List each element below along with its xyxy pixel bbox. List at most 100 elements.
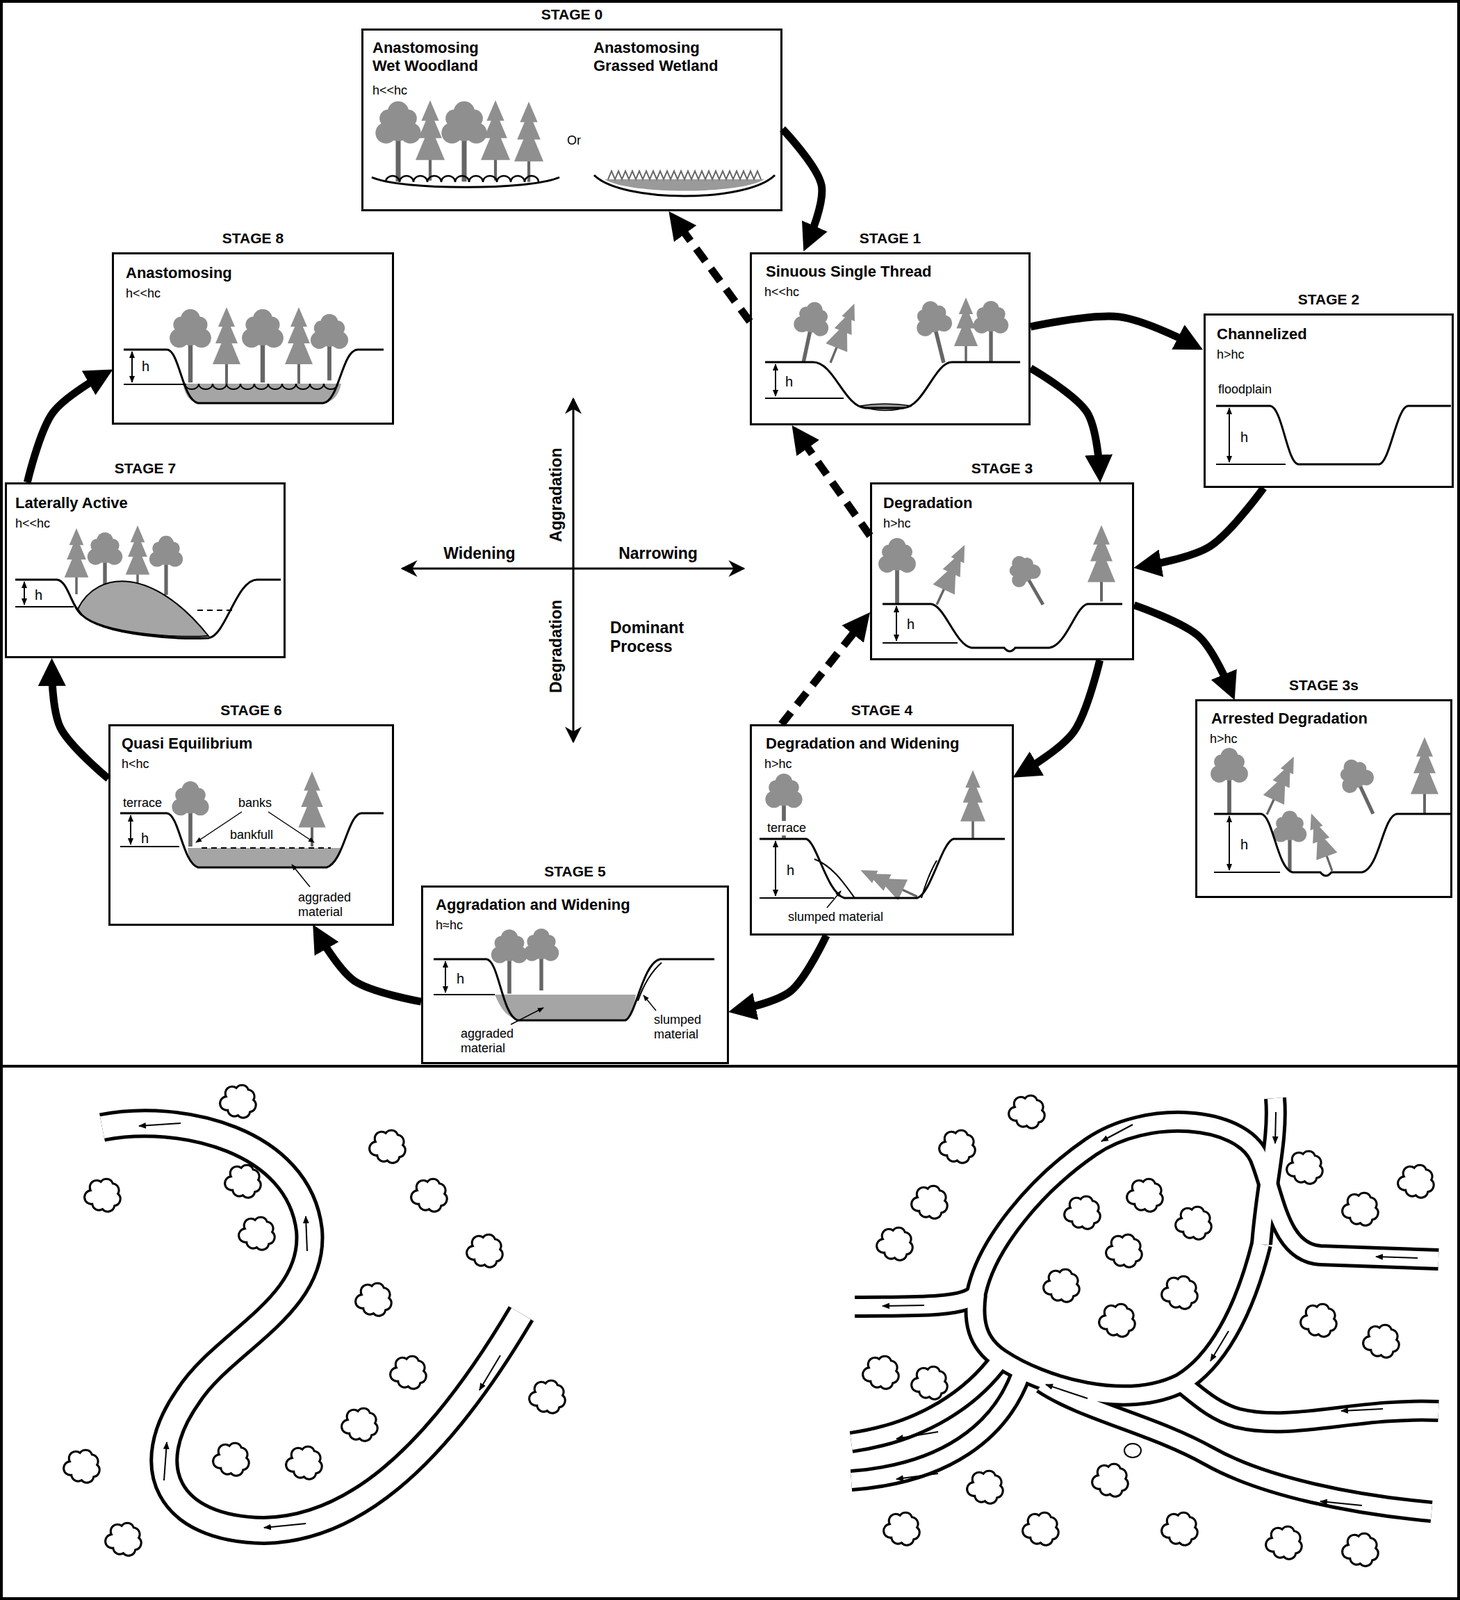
cycle-arrow — [319, 936, 422, 1002]
axis-caption: Dominant Process — [610, 618, 715, 656]
anastomosing-plan-view-part — [1009, 1095, 1046, 1128]
stage-title: Laterally Active — [15, 494, 128, 513]
wet-woodland-sketch-part — [375, 101, 421, 183]
meander-plan-view-part — [63, 1449, 101, 1483]
meander-plan-view-part — [355, 1282, 392, 1316]
arrested-degradation-section-part — [1410, 737, 1439, 814]
anastomosing-plan-view-part — [1092, 1463, 1129, 1497]
anastomosing-plan-view-part — [882, 1111, 1418, 1506]
stage-box: STAGE 0Anastomosing Wet WoodlandAnastomo… — [361, 28, 783, 212]
anastomosing-plan-view-part — [1398, 1164, 1435, 1198]
anastomosing-plan-view-part — [851, 1097, 1439, 1512]
degradation-section-part — [1087, 525, 1116, 602]
height-symbol: h — [786, 862, 795, 878]
channelized-section — [1216, 405, 1451, 465]
anastomosing-plan-view-part — [1124, 1443, 1142, 1458]
anastomosing-section-part — [131, 351, 133, 383]
anastomosing-plan-view-part — [1175, 1206, 1212, 1240]
stage-heading: STAGE 2 — [1205, 290, 1452, 308]
anastomosing-plan-view-part — [851, 1097, 1439, 1512]
stage-heading: STAGE 1 — [751, 229, 1029, 247]
degradation-widening-section-part — [774, 840, 777, 896]
anastomosing-plan-view-part-part — [1341, 1408, 1383, 1411]
height-symbol: h — [456, 970, 465, 987]
single-thread-section-part — [774, 364, 777, 397]
meander-plan-view-part — [369, 1129, 406, 1163]
anastomosing-section-part — [169, 309, 212, 383]
channelized-section-part — [1216, 463, 1286, 465]
anastomosing-plan-view-part-part — [882, 1305, 925, 1306]
anastomosing-plan-view-part — [1342, 1192, 1379, 1226]
meander-plan-view-part — [138, 1122, 181, 1126]
anastomosing-plan-view-part-part — [851, 1372, 1022, 1481]
degradation-section-part — [882, 603, 1123, 652]
aggradation-widening-section-part — [444, 961, 447, 993]
anastomosing-plan-view-part — [1127, 1178, 1164, 1212]
stage-title: Sinuous Single Thread — [765, 262, 932, 281]
single-thread-section — [765, 296, 1021, 410]
laterally-active-section-part — [77, 580, 209, 636]
anastomosing-plan-view-part-part — [1210, 1330, 1229, 1361]
anastomosing-section-part — [182, 383, 342, 404]
stage-title: Degradation and Widening — [765, 734, 959, 753]
stage-box: STAGE 7Laterally Activeh<<hch — [4, 482, 286, 659]
stage-heading: STAGE 3 — [872, 459, 1133, 477]
anastomosing-plan-view-part — [1064, 1195, 1101, 1229]
anastomosing-plan-view-part — [1106, 1234, 1143, 1267]
height-ratio: h>hc — [764, 756, 793, 772]
stage-box: STAGE 8Anastomosingh<<hch — [111, 252, 395, 425]
aggradation-widening-section-part — [494, 994, 636, 1021]
quasi-equilibrium-section-part — [298, 771, 326, 847]
anastomosing-plan-view — [851, 1095, 1439, 1566]
height-symbol: h — [1240, 429, 1249, 445]
stage-box: STAGE 1Sinuous Single Threadh<<hch — [749, 252, 1031, 426]
anastomosing-plan-view-part — [1161, 1512, 1199, 1545]
height-symbol: h — [1240, 836, 1249, 852]
anastomosing-plan-view-part-part — [1375, 1256, 1418, 1258]
meander-plan-view-part — [305, 1216, 308, 1251]
anastomosing-plan-view-part-part — [854, 1121, 1439, 1307]
callout-label: aggraded material — [459, 1026, 532, 1056]
single-thread-section-part — [973, 300, 1009, 363]
axis-label: Narrowing — [618, 544, 698, 563]
anastomosing-plan-view-part-part — [1320, 1500, 1363, 1506]
aggradation-widening-section-part — [491, 929, 528, 994]
anastomosing-plan-view-part-part — [1042, 1382, 1432, 1512]
height-ratio: h>hc — [1209, 731, 1238, 747]
stage-heading: STAGE 5 — [423, 862, 727, 880]
anastomosing-section-part — [123, 349, 384, 404]
process-axes-part — [402, 567, 744, 570]
meander-plan-view-part — [264, 1523, 306, 1528]
meander-plan-view-part — [411, 1178, 448, 1212]
aggradation-widening-section-part — [510, 1007, 544, 1025]
anastomosing-plan-view-part — [1022, 1512, 1060, 1545]
anastomosing-plan-view-part — [876, 1227, 914, 1260]
channelized-section-part — [1216, 405, 1451, 465]
meander-plan-view-part — [102, 1122, 522, 1531]
aggradation-widening-section-part — [637, 962, 662, 1001]
degradation-widening-section-part — [960, 769, 986, 839]
degradation-widening-section-part — [759, 897, 834, 899]
stage-title: Quasi Equilibrium — [121, 734, 253, 753]
height-ratio: h>hc — [883, 516, 912, 531]
meander-plan-view — [63, 1084, 566, 1556]
cycle-arrow — [1030, 368, 1100, 470]
quasi-equilibrium-section-part — [120, 845, 180, 848]
degradation-widening-section — [759, 769, 1005, 908]
anastomosing-plan-view-part — [1099, 1303, 1136, 1337]
laterally-active-section-part — [197, 609, 234, 611]
meander-plan-view-part — [239, 1216, 276, 1250]
meander-plan-view-part — [213, 1442, 250, 1476]
callout-label: terrace — [765, 820, 808, 836]
anastomosing-section-part — [212, 307, 241, 384]
laterally-active-section-part — [64, 528, 89, 595]
height-symbol: h — [141, 830, 149, 846]
anastomosing-plan-view-part-part — [1045, 1384, 1088, 1399]
meander-plan-view-part — [105, 1522, 142, 1556]
arrested-degradation-section-part — [1210, 747, 1249, 814]
height-symbol: h — [906, 616, 915, 632]
anastomosing-plan-view-part-part — [851, 1372, 1022, 1481]
stage-heading: STAGE 0 — [363, 5, 781, 23]
cycle-arrow — [742, 935, 827, 1010]
return-arrow — [799, 436, 871, 536]
